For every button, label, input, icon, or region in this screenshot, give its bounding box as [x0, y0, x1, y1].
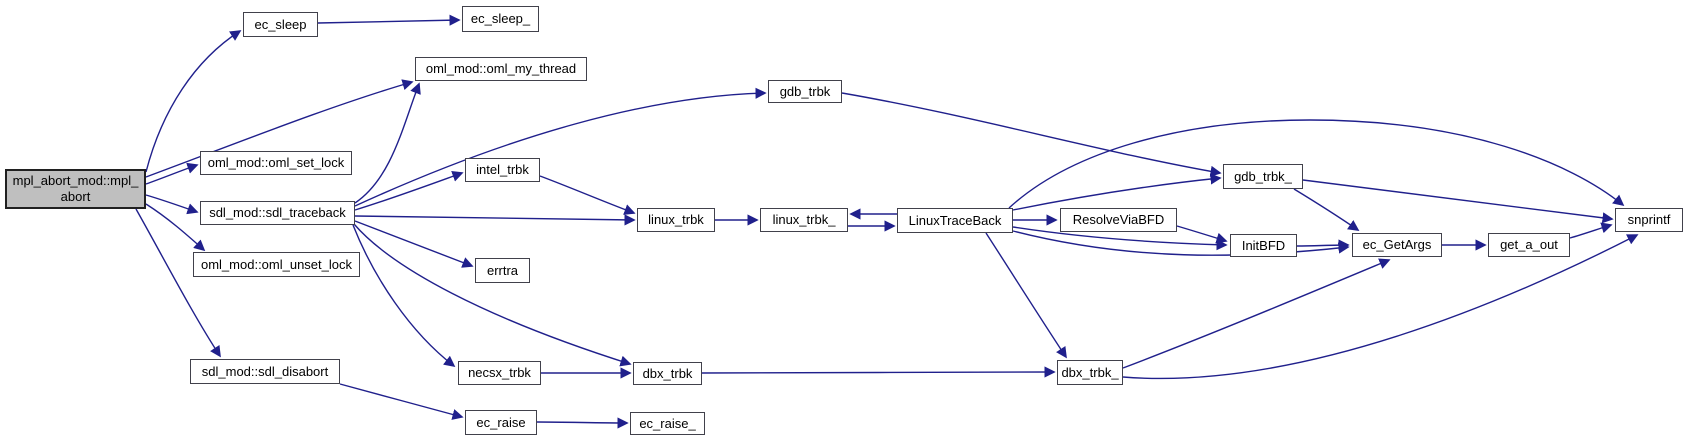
node-ec_GetArgs[interactable]: ec_GetArgs	[1352, 233, 1442, 257]
edge-mpl_abort-sdl_disabort	[135, 208, 221, 358]
edge-dbx_trbk_-ec_GetArgs	[1122, 258, 1391, 369]
node-label: linux_trbk	[648, 212, 704, 228]
edge-gdb_trbk_-snprintf	[1302, 179, 1614, 224]
edge-sdl_traceback-errtra	[354, 220, 474, 268]
edge-mpl_abort-oml_unset_lock	[145, 203, 206, 252]
node-linux_trbk_[interactable]: linux_trbk_	[760, 208, 848, 232]
edge-sdl_traceback-necsx_trbk	[352, 224, 456, 368]
node-mpl_abort: mpl_abort_mod::mpl_abort	[5, 169, 146, 209]
node-label: sdl_mod::sdl_traceback	[209, 205, 346, 221]
node-ec_raise_[interactable]: ec_raise_	[630, 412, 705, 435]
node-ec_raise[interactable]: ec_raise	[465, 410, 537, 435]
edge-mpl_abort-oml_my_thread	[145, 79, 414, 178]
node-errtra[interactable]: errtra	[475, 258, 530, 283]
node-sdl_traceback[interactable]: sdl_mod::sdl_traceback	[200, 201, 355, 225]
edge-dbx_trbk_-snprintf	[1122, 234, 1639, 380]
edge-get_a_out-snprintf	[1569, 222, 1613, 239]
node-gdb_trbk_[interactable]: gdb_trbk_	[1223, 164, 1303, 189]
node-label: mpl_abort_mod::mpl_abort	[12, 173, 139, 204]
edge-ec_raise-ec_raise_	[536, 417, 629, 429]
node-label: ec_sleep_	[470, 11, 531, 27]
node-label: oml_mod::oml_unset_lock	[200, 256, 353, 272]
node-label: snprintf	[1627, 212, 1671, 228]
node-label: errtra	[486, 262, 519, 278]
node-dbx_trbk_[interactable]: dbx_trbk_	[1057, 360, 1123, 385]
node-label: ResolveViaBFD	[1072, 212, 1165, 228]
edge-LinuxTraceBack-InitBFD	[1012, 226, 1228, 251]
node-label: ec_GetArgs	[1362, 237, 1432, 253]
node-intel_trbk[interactable]: intel_trbk	[465, 158, 540, 182]
node-InitBFD[interactable]: InitBFD	[1230, 234, 1297, 257]
node-label: get_a_out	[1500, 237, 1558, 253]
node-ec_sleep[interactable]: ec_sleep	[243, 12, 318, 37]
node-label: necsx_trbk	[468, 365, 531, 381]
edge-sdl_disabort-ec_raise	[339, 383, 464, 420]
edge-ResolveViaBFD-InitBFD	[1176, 225, 1228, 244]
node-get_a_out[interactable]: get_a_out	[1488, 233, 1570, 257]
edge-mpl_abort-ec_sleep	[145, 30, 242, 173]
node-label: dbx_trbk_	[1061, 364, 1119, 380]
edge-sdl_traceback-intel_trbk	[354, 170, 464, 211]
edge-ec_sleep-ec_sleep_	[317, 14, 461, 26]
node-label: gdb_trbk_	[1234, 168, 1292, 184]
node-gdb_trbk[interactable]: gdb_trbk	[768, 80, 842, 103]
node-linux_trbk[interactable]: linux_trbk	[637, 208, 715, 232]
node-label: sdl_mod::sdl_disabort	[201, 363, 329, 379]
node-label: linux_trbk_	[772, 212, 836, 228]
edge-LinuxTraceBack-ec_GetArgs	[1012, 230, 1350, 256]
node-sdl_disabort[interactable]: sdl_mod::sdl_disabort	[190, 359, 340, 384]
edge-sdl_traceback-gdb_trbk	[354, 87, 767, 207]
edge-sdl_traceback-dbx_trbk	[353, 223, 632, 367]
edge-sdl_traceback-linux_trbk	[354, 214, 636, 226]
edge-dbx_trbk-dbx_trbk_	[701, 366, 1056, 378]
edge-LinuxTraceBack-gdb_trbk_	[1012, 173, 1222, 211]
edge-gdb_trbk-gdb_trbk_	[841, 92, 1222, 177]
node-dbx_trbk[interactable]: dbx_trbk	[633, 362, 702, 385]
node-snprintf[interactable]: snprintf	[1615, 208, 1683, 232]
node-label: LinuxTraceBack	[908, 212, 1002, 228]
node-oml_set_lock[interactable]: oml_mod::oml_set_lock	[200, 151, 352, 175]
edge-gdb_trbk_-ec_GetArgs	[1293, 188, 1360, 231]
node-label: ec_raise_	[639, 415, 696, 431]
node-label: intel_trbk	[476, 162, 529, 178]
node-oml_my_thread[interactable]: oml_mod::oml_my_thread	[415, 57, 587, 81]
node-label: dbx_trbk	[642, 365, 693, 381]
node-oml_unset_lock[interactable]: oml_mod::oml_unset_lock	[193, 252, 360, 277]
node-necsx_trbk[interactable]: necsx_trbk	[458, 361, 541, 385]
edge-mpl_abort-sdl_traceback	[145, 194, 199, 215]
node-label: oml_mod::oml_set_lock	[207, 155, 345, 171]
node-LinuxTraceBack[interactable]: LinuxTraceBack	[897, 208, 1013, 233]
edge-InitBFD-ec_GetArgs	[1296, 239, 1350, 251]
node-label: ec_sleep	[254, 16, 307, 32]
edge-LinuxTraceBack-snprintf	[1008, 119, 1625, 209]
edge-LinuxTraceBack-dbx_trbk_	[985, 232, 1067, 359]
edge-sdl_traceback-oml_my_thread	[354, 82, 421, 204]
edge-intel_trbk-linux_trbk	[539, 175, 636, 215]
node-label: oml_mod::oml_my_thread	[425, 61, 577, 77]
node-label: InitBFD	[1241, 237, 1286, 253]
node-ResolveViaBFD[interactable]: ResolveViaBFD	[1060, 208, 1177, 232]
node-ec_sleep_[interactable]: ec_sleep_	[462, 6, 539, 32]
node-label: gdb_trbk	[779, 83, 831, 99]
node-label: ec_raise	[476, 414, 526, 430]
edge-mpl_abort-oml_set_lock	[145, 162, 199, 185]
